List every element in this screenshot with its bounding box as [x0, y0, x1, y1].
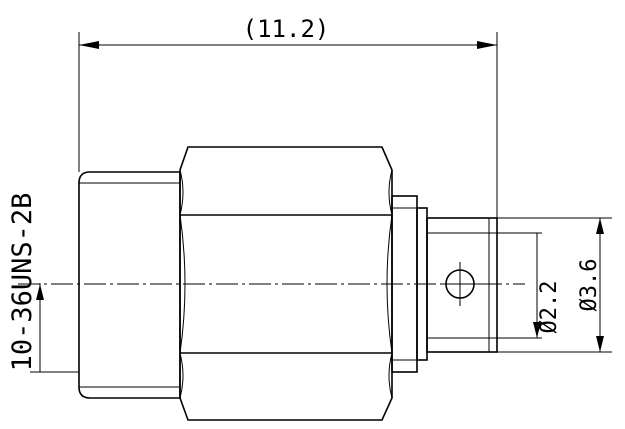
hex-nut: [179, 146, 393, 421]
inner-diameter-dimension: Ø2.2: [497, 232, 562, 339]
thread-label: 10-36UNS-2B: [7, 193, 38, 372]
outer-diameter-label: Ø3.6: [577, 259, 602, 312]
length-dimension-label: (11.2): [243, 15, 330, 43]
inner-diameter-label: Ø2.2: [537, 281, 562, 334]
outer-diameter-dimension: Ø3.6: [497, 217, 612, 353]
length-dimension: (11.2): [79, 15, 497, 49]
coupling-body: [78, 171, 181, 399]
thread-callout: 10-36UNS-2B: [7, 193, 79, 373]
contact-pin-section: [426, 217, 498, 353]
